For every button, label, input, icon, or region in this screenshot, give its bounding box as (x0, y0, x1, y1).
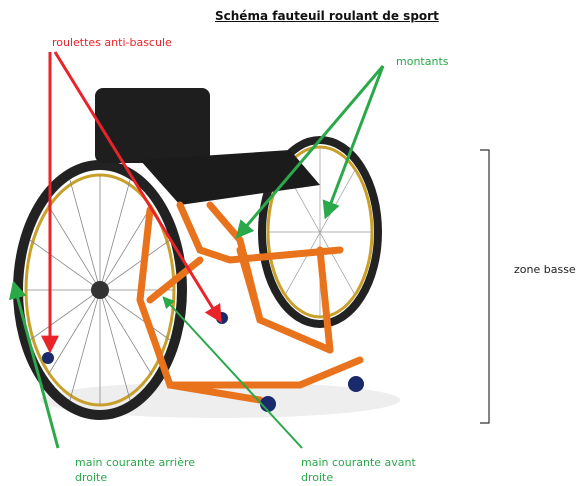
front-rim-label-line2: droite (301, 471, 334, 484)
green-arrows (9, 65, 385, 449)
anti-tip-arrow-2 (53, 51, 222, 324)
lower-zone-label: zone basse (514, 263, 576, 276)
upright-arrow-1 (235, 65, 385, 239)
upright-arrow-2 (322, 65, 385, 220)
rear-rim-arrow (9, 280, 60, 449)
rear-rim-label: main courante arrière droite (75, 455, 195, 485)
front-rim-label-line1: main courante avant (301, 456, 416, 469)
rear-rim-label-line1: main courante arrière (75, 456, 196, 469)
anti-tip-label: roulettes anti-bascule (52, 36, 172, 49)
backrest (95, 88, 210, 163)
rear-rim-label-line2: droite (75, 471, 108, 484)
seat-cushion (140, 150, 320, 205)
diagram-title: Schéma fauteuil roulant de sport (215, 9, 439, 23)
frame (136, 201, 364, 404)
front-rim-arrow (162, 296, 303, 449)
front-rim-label: main courante avant droite (301, 455, 416, 485)
wheelchair-illustration (13, 88, 400, 420)
uprights-label: montants (396, 55, 449, 68)
red-arrows (41, 51, 222, 354)
lower-zone-bracket (480, 149, 490, 424)
